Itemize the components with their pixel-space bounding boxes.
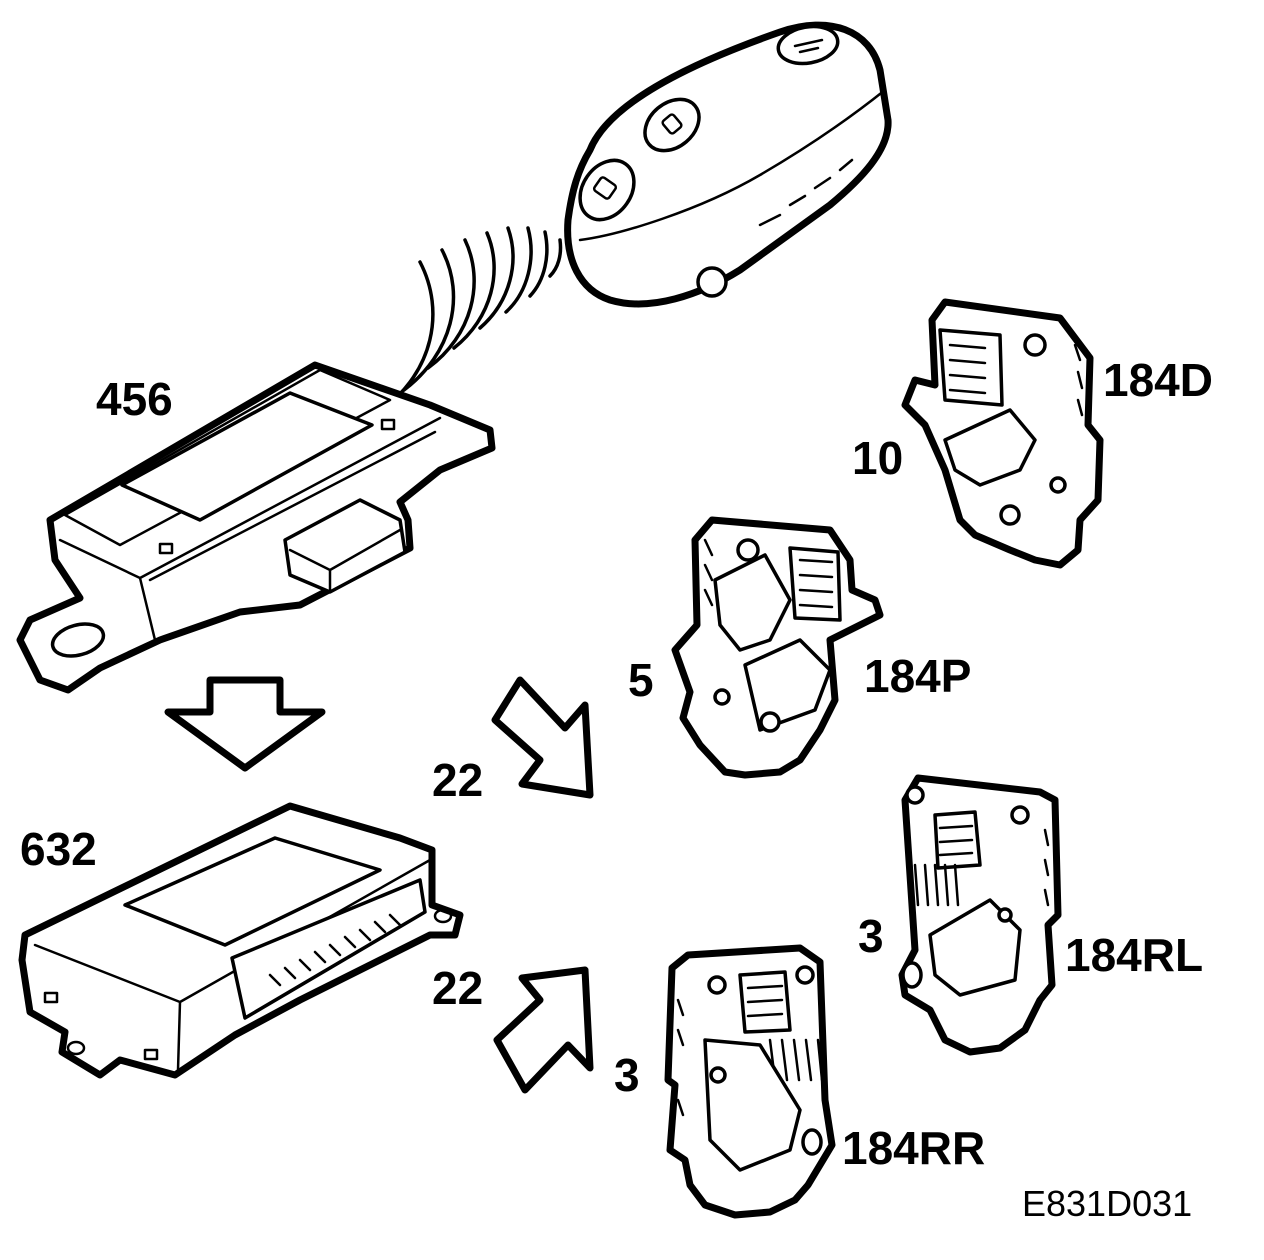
label-184p: 184P xyxy=(864,650,972,702)
figure-reference: E831D031 xyxy=(1022,1183,1193,1224)
module-632-icon xyxy=(18,802,464,1079)
diagonal-arrow-icon xyxy=(493,966,594,1094)
label-632: 632 xyxy=(20,823,97,875)
door-lock-actuator-icon xyxy=(901,298,1104,569)
label-456: 456 xyxy=(96,373,173,425)
label-wire-22-bottom: 22 xyxy=(432,962,484,1014)
door-lock-actuator-icon xyxy=(898,774,1062,1056)
label-wire-22-top: 22 xyxy=(432,754,484,806)
door-lock-actuator-icon xyxy=(664,944,836,1219)
label-pin-3-rr: 3 xyxy=(614,1049,640,1101)
label-pin-5: 5 xyxy=(628,654,654,706)
signal-waves-icon xyxy=(382,226,563,410)
module-456-icon xyxy=(16,361,496,694)
label-184rr: 184RR xyxy=(842,1122,986,1174)
label-pin-10: 10 xyxy=(852,432,904,484)
diagonal-arrow-icon xyxy=(491,676,594,799)
label-184d: 184D xyxy=(1103,354,1213,406)
remote-key-fob-icon xyxy=(564,21,892,308)
down-arrow-icon xyxy=(164,676,326,772)
label-pin-3-rl: 3 xyxy=(858,910,884,962)
label-184rl: 184RL xyxy=(1065,929,1204,981)
door-lock-actuator-icon xyxy=(671,516,884,779)
